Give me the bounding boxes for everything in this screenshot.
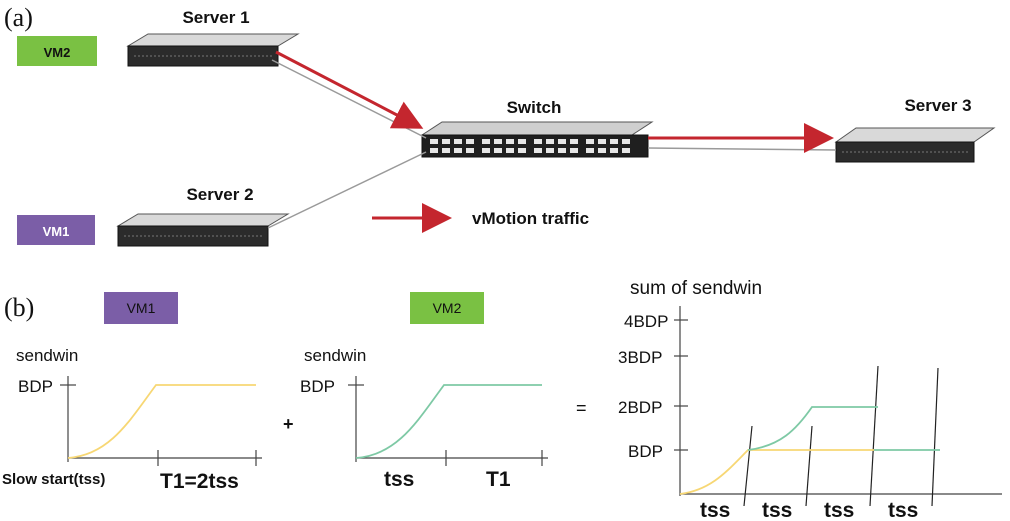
- panel-b-label: (b): [4, 293, 34, 322]
- server1-icon: [126, 33, 300, 67]
- plot3-ytick-bdp: BDP: [628, 442, 663, 461]
- switch-label: Switch: [507, 98, 562, 117]
- vm1-tag-b-label: VM1: [127, 300, 156, 316]
- plot3-ytick-4bdp: 4BDP: [624, 312, 668, 331]
- server2-icon: [116, 213, 290, 247]
- plot1-curve: [67, 384, 256, 459]
- server3-icon: [834, 127, 996, 163]
- plot3-curve-yellow: [679, 449, 874, 495]
- server2-label: Server 2: [186, 185, 253, 204]
- plot3-xlabel-1: tss: [700, 499, 730, 521]
- plot3-xlabel-2: tss: [762, 499, 792, 521]
- plot2-xlabel-2: T1: [486, 468, 511, 491]
- vm1-tag-b: [104, 292, 178, 324]
- plot2-ylabel: sendwin: [304, 346, 366, 365]
- vmotion-arrow-server1: [275, 50, 424, 129]
- plot3-ytick-2bdp: 2BDP: [618, 398, 662, 417]
- plot3-curve-green-1: [747, 406, 878, 451]
- plot-vm1-sendwin: sendwin BDP Slow start(tss) T1=2tss: [2, 346, 262, 493]
- switch-icon: [420, 121, 654, 158]
- plot3-ytick-3bdp: 3BDP: [618, 348, 662, 367]
- server3-label: Server 3: [904, 96, 971, 115]
- vm1-tag-a-label: VM1: [43, 224, 70, 239]
- cable-switch-server3: [647, 147, 837, 151]
- plot3-xlabel-4: tss: [888, 499, 918, 521]
- plot1-ylabel: sendwin: [16, 346, 78, 365]
- vm2-tag-b-label: VM2: [433, 300, 462, 316]
- plot3-xlabel-3: tss: [824, 499, 854, 521]
- plus-sign: +: [283, 414, 294, 434]
- vm2-tag-b: [410, 292, 484, 324]
- plot1-xlabel-1: Slow start(tss): [2, 471, 105, 488]
- vm2-tag-a-label: VM2: [44, 45, 71, 60]
- cable-server2-switch: [267, 151, 427, 229]
- vm1-tag-a: [17, 215, 95, 245]
- legend-label: vMotion traffic: [472, 209, 589, 228]
- plot2-ytick: BDP: [300, 377, 335, 396]
- cable-server1-switch: [271, 59, 427, 139]
- plot2-xlabel-1: tss: [384, 468, 414, 491]
- panel-a-label: (a): [4, 3, 33, 32]
- equals-sign: =: [576, 398, 587, 418]
- plot3-title: sum of sendwin: [630, 278, 762, 299]
- server1-label: Server 1: [182, 8, 249, 27]
- vm2-tag-a: [17, 36, 97, 66]
- plot2-curve: [355, 384, 542, 459]
- plot1-ytick: BDP: [18, 377, 53, 396]
- plot-vm2-sendwin: sendwin BDP tss T1: [300, 346, 548, 491]
- plot1-xlabel-2: T1=2tss: [160, 470, 239, 493]
- plot-sum-sendwin: sum of sendwin 4BDP 3BDP 2BDP BDP tss ts…: [618, 278, 1002, 521]
